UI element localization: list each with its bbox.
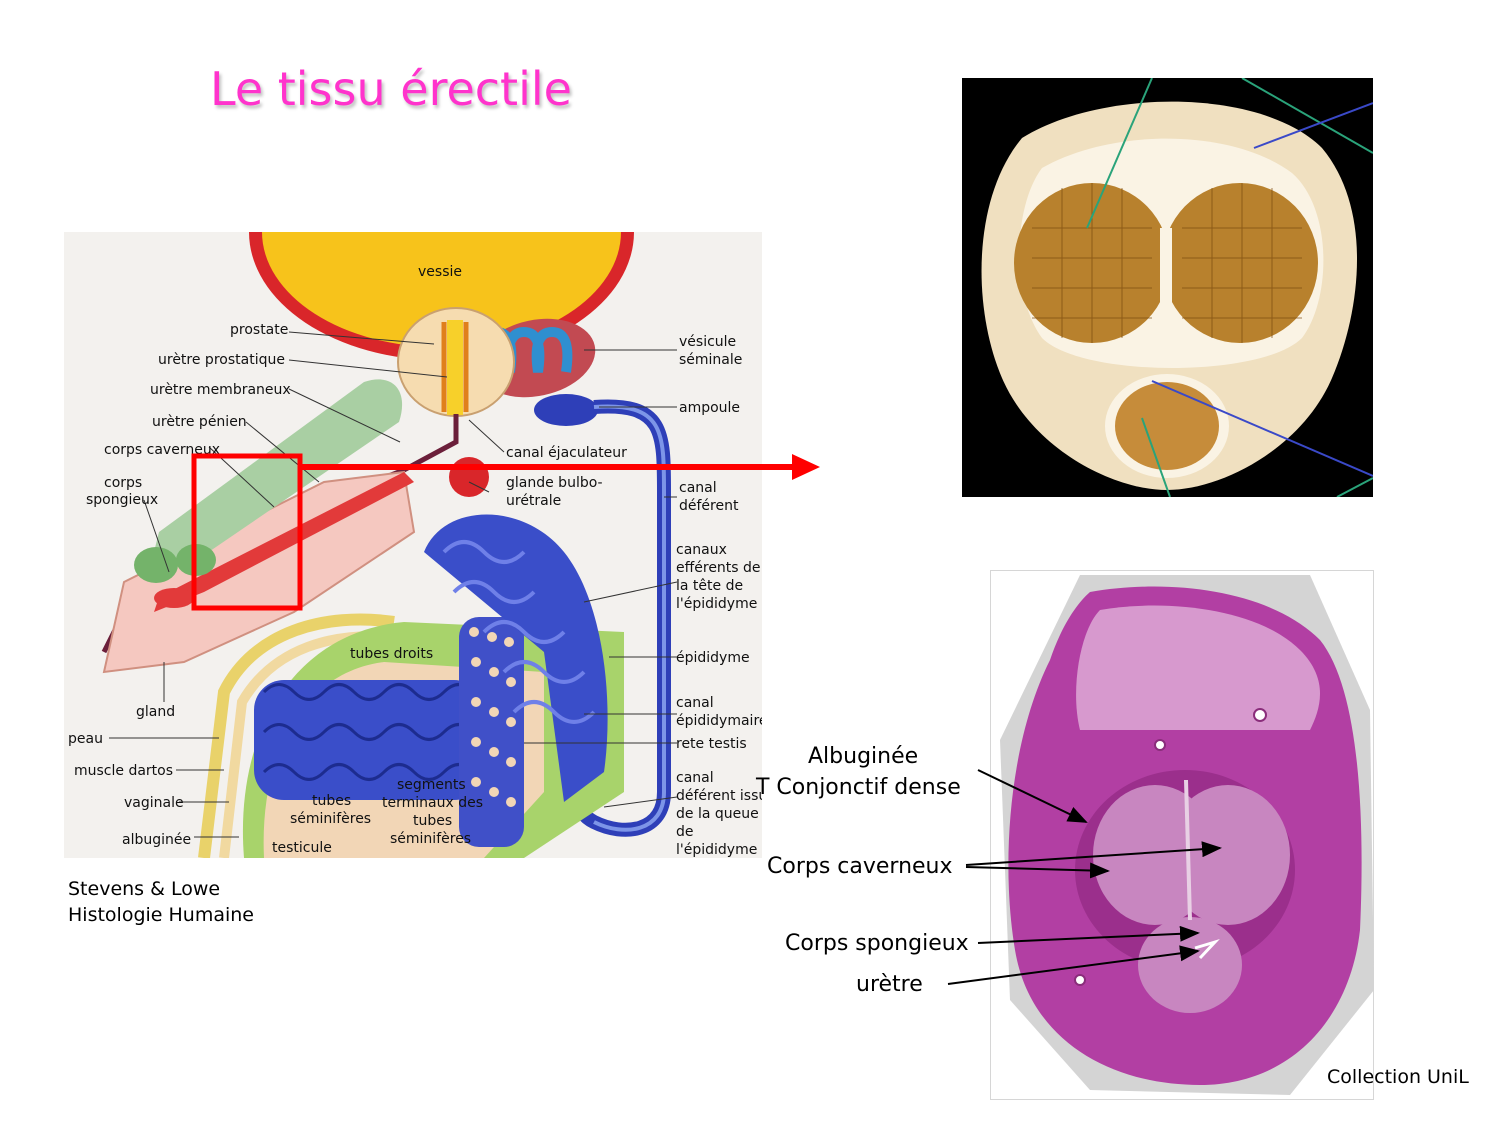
label-corps-spongieux-1: corps <box>104 475 142 491</box>
label-uretre-penien: urètre pénien <box>152 414 247 430</box>
label-uretre-histo: urètre <box>856 972 923 997</box>
label-peau: peau <box>68 731 103 747</box>
arrow-corps-caverneux-2 <box>965 862 1110 879</box>
credit-line-1: Stevens & Lowe <box>68 878 221 900</box>
credit-stevens-lowe: Stevens & Lowe Histologie Humaine <box>68 876 254 928</box>
label-glande-1: glande bulbo- <box>506 475 603 491</box>
label-uretre-prostatique: urètre prostatique <box>158 352 285 368</box>
label-canal-deferent-1: canal <box>679 480 717 496</box>
label-epididyme: épididyme <box>676 650 750 666</box>
credit-line-2: Histologie Humaine <box>68 904 255 926</box>
label-vesicule-1: vésicule <box>679 334 736 350</box>
label-cdi-2: déférent issu <box>676 788 762 804</box>
label-canal-ejaculateur: canal éjaculateur <box>506 445 627 461</box>
label-canaux-3: la tête de <box>676 578 743 594</box>
label-canaux-2: efférents de <box>676 560 761 576</box>
label-canal-epid-2: épididymaire <box>676 713 762 729</box>
label-segments-2: terminaux des <box>382 795 483 811</box>
slide-title: Le tissu érectile <box>210 62 572 116</box>
label-tubes-sem-1: tubes <box>312 793 351 809</box>
label-segments-4: séminifères <box>390 831 471 847</box>
label-corps-caverneux-histo: Corps caverneux <box>767 854 953 879</box>
arrow-corps-spongieux <box>977 925 1200 944</box>
callout-arrow-head <box>792 454 820 480</box>
label-vaginale: vaginale <box>124 795 184 811</box>
label-canal-deferent-2: déférent <box>679 498 739 514</box>
label-corps-caverneux: corps caverneux <box>104 442 220 458</box>
label-albuginee-diagram: albuginée <box>122 832 191 848</box>
label-testicule: testicule <box>272 840 332 856</box>
label-cdi-5: l'épididyme <box>676 842 757 858</box>
label-prostate: prostate <box>230 322 288 338</box>
label-glande-2: urétrale <box>506 493 561 509</box>
arrow-uretre <box>947 945 1200 985</box>
label-vesicule-2: séminale <box>679 352 742 368</box>
penis-cross-section-photo <box>962 78 1373 497</box>
label-segments-1: segments <box>397 777 466 793</box>
label-cdi-3: de la queue <box>676 806 759 822</box>
label-tubes-sem-2: séminifères <box>290 811 371 827</box>
label-vessie: vessie <box>418 264 462 280</box>
label-segments-3: tubes <box>413 813 452 829</box>
credit-collection-unil: Collection UniL <box>1327 1066 1469 1088</box>
label-canaux-1: canaux <box>676 542 727 558</box>
label-canal-epid-1: canal <box>676 695 714 711</box>
label-albuginee: Albuginée <box>808 744 919 769</box>
label-tubes-droits: tubes droits <box>350 646 433 662</box>
arrow-albuginee <box>977 769 1088 823</box>
label-rete-testis: rete testis <box>676 736 747 752</box>
label-ampoule: ampoule <box>679 400 740 416</box>
label-tissu-conjonctif-dense: T Conjonctif dense <box>756 775 961 800</box>
arrow-corps-caverneux-1 <box>965 841 1222 866</box>
label-canaux-4: l'épididyme <box>676 596 757 612</box>
label-corps-spongieux-histo: Corps spongieux <box>785 931 969 956</box>
callout-box <box>191 453 303 611</box>
label-muscle-dartos: muscle dartos <box>74 763 173 779</box>
label-corps-spongieux-2: spongieux <box>86 492 158 508</box>
label-gland: gland <box>136 704 175 720</box>
label-cdi-4: de <box>676 824 694 840</box>
label-uretre-membraneux: urètre membraneux <box>150 382 291 398</box>
label-cdi-1: canal <box>676 770 714 786</box>
